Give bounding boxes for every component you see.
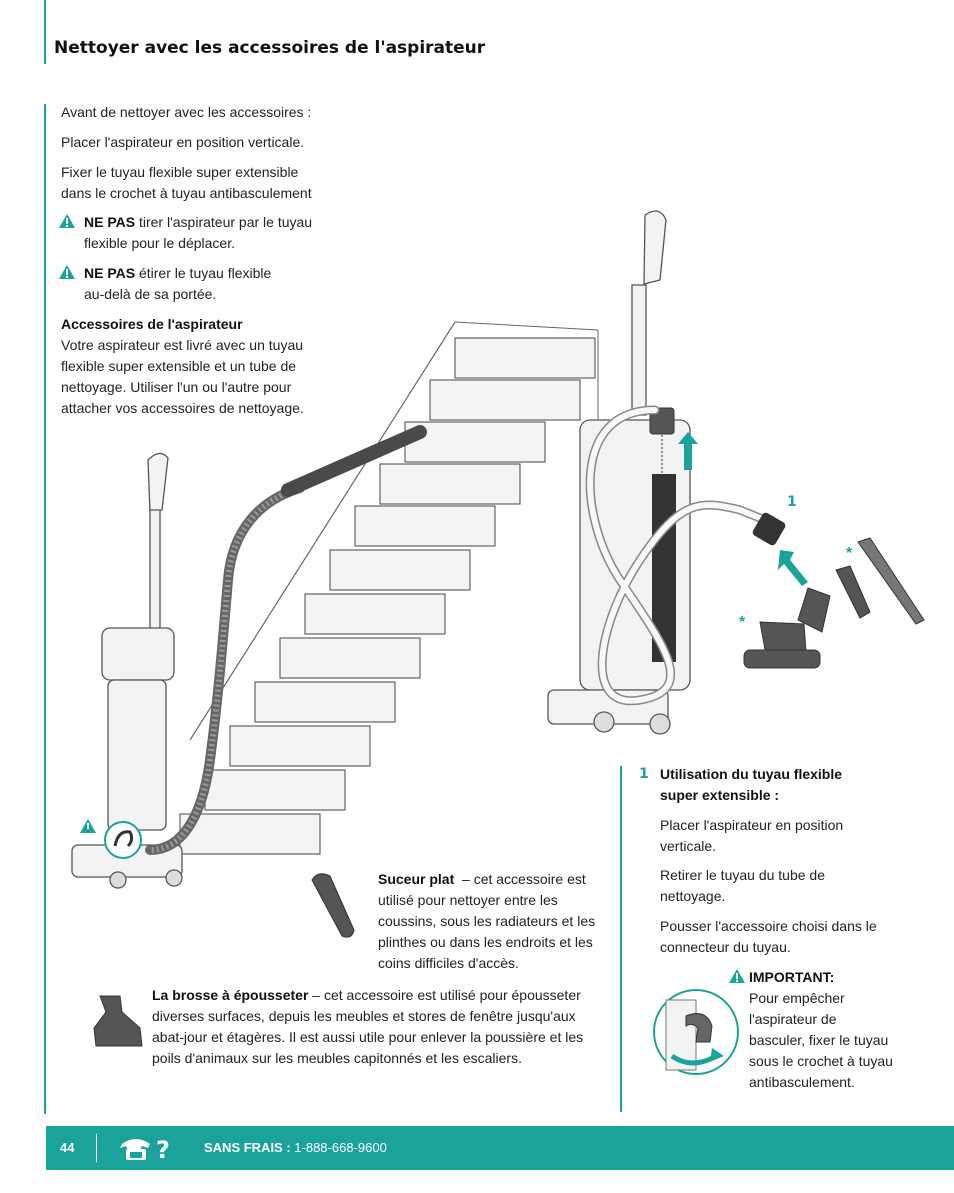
crevice-line3: coussins, sous les radiateurs et les xyxy=(378,913,596,929)
dusting-line1: – cet accessoire est utilisé pour épouss… xyxy=(312,987,581,1003)
hose-step-1-line2: verticale. xyxy=(660,838,717,854)
warning-1-line2: flexible pour le déplacer. xyxy=(84,235,235,251)
dusting-line3: abat-jour et étagères. Il est aussi util… xyxy=(152,1029,584,1045)
warning-icon xyxy=(729,969,745,983)
hose-step-1-line1: Placer l'aspirateur en position xyxy=(660,817,844,833)
hose-step-1: Placer l'aspirateur en position vertical… xyxy=(660,815,843,857)
important-line4: sous le crochet à tuyau xyxy=(749,1053,893,1069)
hose-hook-callout-image xyxy=(653,989,739,1075)
important-line2: l'aspirateur de xyxy=(749,1011,837,1027)
important-line5: antibasculement. xyxy=(749,1074,855,1090)
crevice-line4: plinthes ou dans les endroits et les xyxy=(378,934,593,950)
toll-free-label: SANS FRAIS : xyxy=(204,1140,291,1155)
dusting-title: La brosse à épousseter xyxy=(152,987,309,1003)
hose-step-2: Retirer le tuyau du tube de nettoyage. xyxy=(660,865,825,907)
left-margin-rule xyxy=(44,104,46,1114)
toll-free-number: 1-888-668-9600 xyxy=(290,1140,387,1155)
important-title: IMPORTANT: xyxy=(749,969,835,985)
left-margin-rule-top xyxy=(44,0,46,64)
intro-text-1: Avant de nettoyer avec les accessoires : xyxy=(61,104,312,120)
step-label-1: 1 xyxy=(787,494,797,510)
accessories-line1: Votre aspirateur est livré avec un tuyau xyxy=(61,337,304,353)
asterisk-label-b: * xyxy=(739,614,746,631)
hose-heading-line2: super extensible : xyxy=(660,787,780,803)
accessories-line2: flexible super extensible et un tube de xyxy=(61,358,297,374)
crevice-line1: – cet accessoire est xyxy=(462,871,586,887)
warning-2-text: étirer le tuyau flexible xyxy=(135,265,272,281)
crevice-tool-image xyxy=(311,873,355,938)
important-line1: Pour empêcher xyxy=(749,990,845,1006)
warning-2: NE PAS étirer le tuyau flexible au-delà … xyxy=(84,263,271,305)
warning-1-text: tirer l'aspirateur par le tuyau xyxy=(135,214,313,230)
accessories-heading: Accessoires de l'aspirateur xyxy=(61,316,243,332)
crevice-line5: coins difficiles d'accès. xyxy=(378,955,519,971)
asterisk-label-a: * xyxy=(846,545,853,562)
page-footer: 44 ? SANS FRAIS : 1-888-668-9600 xyxy=(46,1126,954,1170)
accessories-line4: attacher vos accessoires de nettoyage. xyxy=(61,400,304,416)
toll-free-line: SANS FRAIS : 1-888-668-9600 xyxy=(204,1140,387,1155)
hose-step-3-line1: Pousser l'accessoire choisi dans le xyxy=(660,918,877,934)
intro-text-3: Fixer le tuyau flexible super extensible… xyxy=(61,162,312,204)
accessories-block: Accessoires de l'aspirateur Votre aspira… xyxy=(61,314,304,419)
crevice-description: Suceur plat – cet accessoire est utilisé… xyxy=(378,869,595,974)
hose-step-2-line1: Retirer le tuyau du tube de xyxy=(660,867,825,883)
hose-step-3-line2: connecteur du tuyau. xyxy=(660,939,791,955)
warning-2-line2: au-delà de sa portée. xyxy=(84,286,217,302)
page-title: Nettoyer avec les accessoires de l'aspir… xyxy=(54,38,486,58)
section-number: 1 xyxy=(639,766,649,782)
dusting-description: La brosse à épousseter – cet accessoire … xyxy=(152,985,583,1069)
hose-heading: Utilisation du tuyau flexible super exte… xyxy=(660,764,842,806)
warning-icon xyxy=(59,265,75,279)
warning-1: NE PAS tirer l'aspirateur par le tuyau f… xyxy=(84,212,312,254)
dusting-line2: diverses surfaces, depuis les meubles et… xyxy=(152,1008,576,1024)
phone-question-icon: ? xyxy=(120,1136,170,1164)
svg-text:?: ? xyxy=(156,1136,170,1164)
intro-text-2: Placer l'aspirateur en position vertical… xyxy=(61,134,305,150)
page-number: 44 xyxy=(60,1140,75,1155)
intro-text-3-line1: Fixer le tuyau flexible super extensible xyxy=(61,164,299,180)
accessories-line3: nettoyage. Utiliser l'un ou l'autre pour xyxy=(61,379,292,395)
hose-step-2-line2: nettoyage. xyxy=(660,888,726,904)
hose-step-3: Pousser l'accessoire choisi dans le conn… xyxy=(660,916,877,958)
important-note: IMPORTANT: Pour empêcher l'aspirateur de… xyxy=(749,967,893,1093)
dusting-brush-image xyxy=(93,995,143,1047)
intro-text-3-line2: dans le crochet à tuyau antibasculement xyxy=(61,185,312,201)
important-line3: basculer, fixer le tuyau xyxy=(749,1032,889,1048)
crevice-line2: utilisé pour nettoyer entre les xyxy=(378,892,558,908)
footer-divider xyxy=(96,1134,97,1162)
warning-icon xyxy=(59,214,75,228)
right-column-rule xyxy=(620,766,622,1112)
warning-2-bold: NE PAS xyxy=(84,265,136,281)
hose-heading-line1: Utilisation du tuyau flexible xyxy=(660,766,843,782)
crevice-title: Suceur plat xyxy=(378,871,455,887)
warning-1-bold: NE PAS xyxy=(84,214,136,230)
dusting-line4: poils d'animaux sur les meubles capitonn… xyxy=(152,1050,522,1066)
